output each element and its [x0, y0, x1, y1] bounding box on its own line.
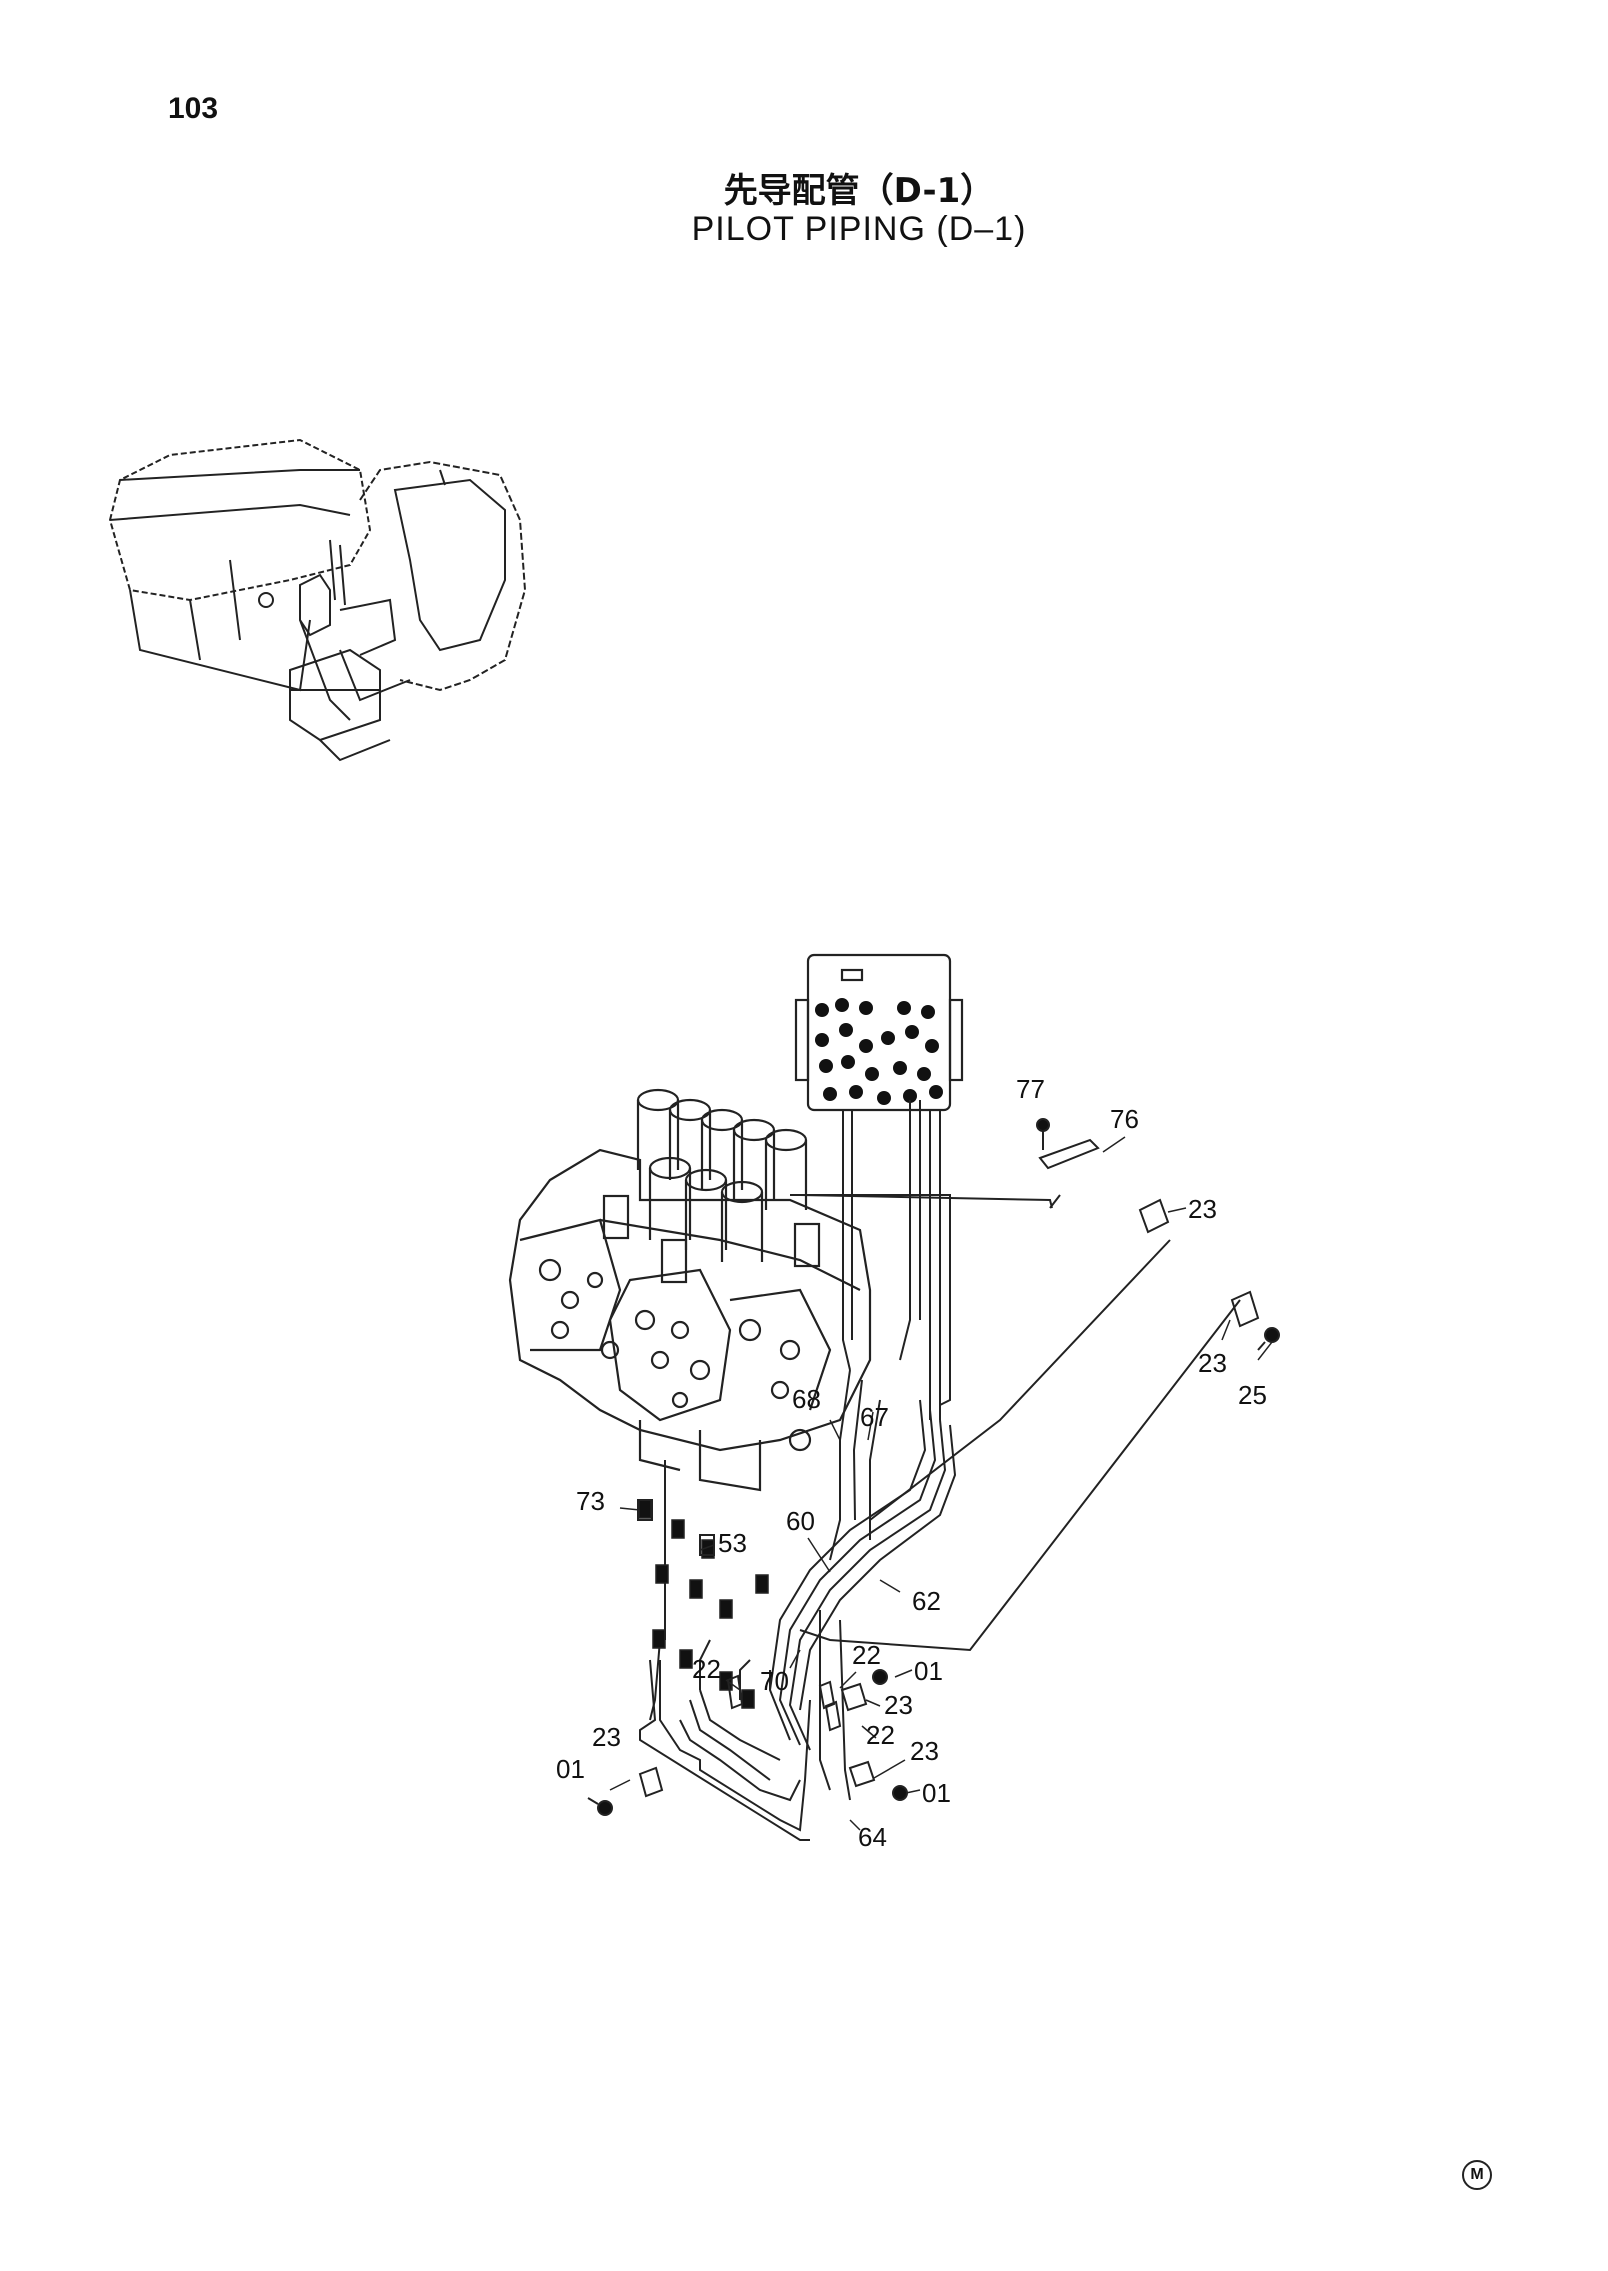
callout-76: 76 — [1110, 1104, 1139, 1134]
callout-numbers: 77 76 23 23 25 68 67 73 53 60 62 22 70 2… — [556, 1074, 1267, 1852]
callout-60: 60 — [786, 1506, 815, 1536]
callout-68: 68 — [792, 1384, 821, 1414]
callout-23-lower-right: 23 — [910, 1736, 939, 1766]
control-valve-assembly — [508, 1088, 872, 1492]
callout-23-middle: 23 — [884, 1690, 913, 1720]
callout-23-lower-left: 23 — [592, 1722, 621, 1752]
callout-01-lower-right: 01 — [922, 1778, 951, 1808]
callout-01-middle: 01 — [914, 1656, 943, 1686]
callout-01-lower-left: 01 — [556, 1754, 585, 1784]
page-title-english: PILOT PIPING (D–1) — [691, 210, 1027, 248]
page-number: 103 — [168, 92, 219, 125]
callout-22-left: 22 — [692, 1654, 721, 1684]
bolts-and-clamps — [587, 1118, 1280, 1816]
callout-22-lower: 22 — [866, 1720, 895, 1750]
callout-73: 73 — [576, 1486, 605, 1516]
callout-77: 77 — [1016, 1074, 1045, 1104]
callout-70: 70 — [760, 1666, 789, 1696]
callout-67: 67 — [860, 1402, 889, 1432]
callout-23-clamp: 23 — [1188, 1194, 1217, 1224]
callout-leader-lines — [609, 1136, 1273, 1831]
adapter-fittings — [638, 1499, 769, 1709]
callout-53: 53 — [718, 1528, 747, 1558]
excavator-locator-sketch — [108, 438, 527, 762]
callout-22-middle: 22 — [852, 1640, 881, 1670]
manifold-port-fittings — [815, 998, 943, 1105]
callout-64: 64 — [858, 1822, 887, 1852]
page-title-chinese: 先导配管（D-1） — [723, 171, 995, 211]
manufacturer-mark-icon: M — [1462, 2160, 1492, 2190]
callout-25: 25 — [1238, 1380, 1267, 1410]
callout-62: 62 — [912, 1586, 941, 1616]
pilot-manifold-block — [794, 953, 964, 1112]
pilot-hoses — [639, 1100, 1241, 1841]
callout-23-upper-right: 23 — [1198, 1348, 1227, 1378]
